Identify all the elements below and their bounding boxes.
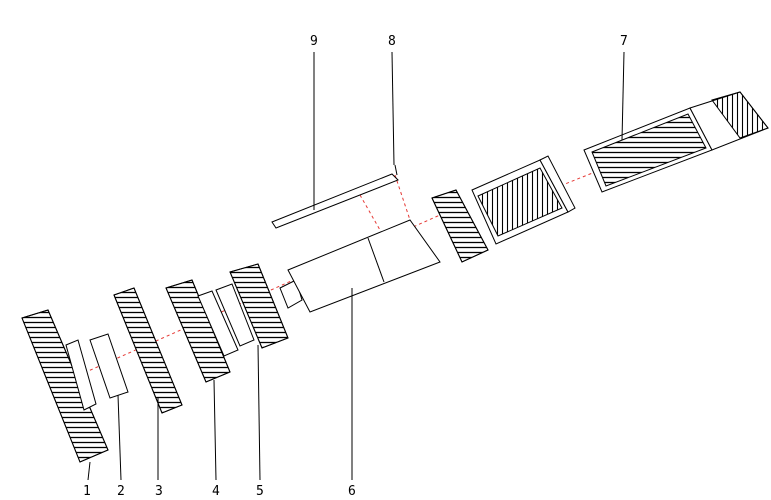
part-3-gear xyxy=(113,287,183,414)
callout-1: 1 xyxy=(83,484,91,499)
part-6-shaft xyxy=(279,155,576,313)
part-4-gear xyxy=(165,279,239,383)
part-5-gear xyxy=(215,263,289,349)
leader-lines xyxy=(87,51,625,481)
part-8-pin xyxy=(394,164,398,176)
part-1-gear xyxy=(21,309,109,463)
callout-5: 5 xyxy=(256,484,264,499)
part-7-sleeve xyxy=(583,91,769,193)
callout-6: 6 xyxy=(348,484,356,499)
part-9-key xyxy=(271,173,399,229)
callout-7: 7 xyxy=(620,34,628,49)
part-2-bushing xyxy=(89,333,129,399)
callout-3: 3 xyxy=(155,484,163,499)
callout-4: 4 xyxy=(212,484,220,499)
callout-2: 2 xyxy=(117,484,125,499)
callout-9: 9 xyxy=(310,34,318,49)
callout-8: 8 xyxy=(388,34,396,49)
